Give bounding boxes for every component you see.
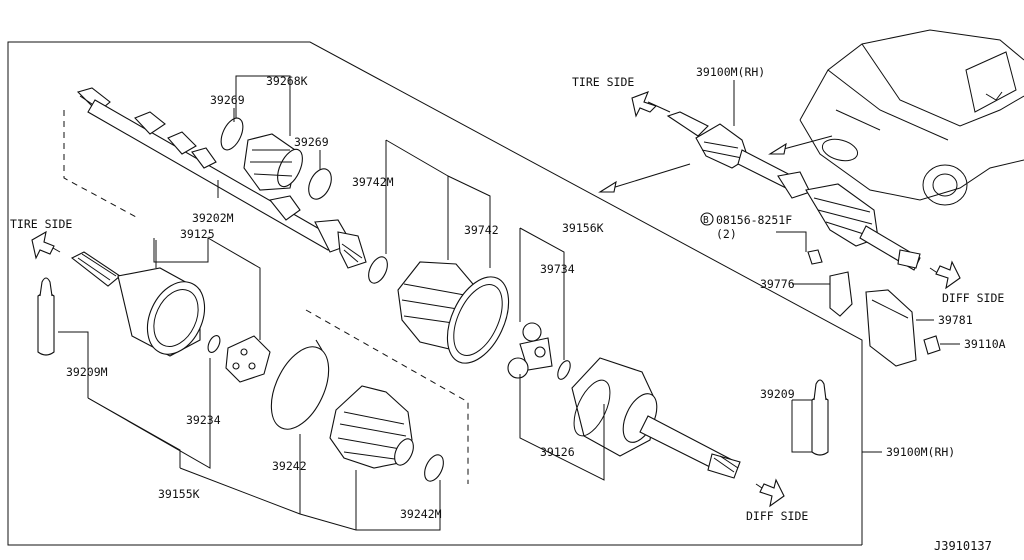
outer-joint — [70, 251, 271, 383]
direction-arrows — [31, 91, 961, 508]
callout-39125: 39125 — [180, 227, 215, 241]
diagram-code: J3910137 — [934, 539, 992, 553]
full-driveshaft — [666, 111, 921, 271]
small-boot-kit — [220, 117, 332, 200]
callout-39781: 39781 — [938, 313, 973, 327]
callout-39742M: 39742M — [352, 175, 394, 189]
dashed-guide-left — [63, 110, 139, 219]
callout-39126: 39126 — [540, 445, 575, 459]
callout-39734: 39734 — [540, 262, 575, 276]
leader-lines — [58, 75, 960, 531]
grease-tubes — [37, 277, 829, 456]
bracket-parts — [807, 249, 941, 367]
diagram-frame — [7, 41, 863, 546]
callout-39242: 39242 — [272, 459, 307, 473]
car-illustration — [799, 29, 1024, 206]
callout-39100M-right: 39100M(RH) — [886, 445, 955, 459]
shaft-assembly — [76, 87, 367, 269]
callout-39202M: 39202M — [192, 211, 234, 225]
callout-39110A: 39110A — [964, 337, 1006, 351]
callout-39242M: 39242M — [400, 507, 442, 521]
bolt-reference: B 08156-8251F (2) — [700, 212, 792, 241]
callout-39268K: 39268K — [266, 74, 308, 88]
callout-39100M-top: 39100M(RH) — [696, 65, 765, 79]
callout-39234: 39234 — [186, 413, 221, 427]
bolt-circle-letter: B — [703, 215, 709, 226]
callout-bolt-part: 08156-8251F — [716, 213, 792, 227]
callout-39156K: 39156K — [562, 221, 604, 235]
callout-39209: 39209 — [760, 387, 795, 401]
diff-side-label-bottom: DIFF SIDE — [746, 509, 808, 523]
callout-39269-b: 39269 — [294, 135, 329, 149]
outer-boot-kit — [270, 339, 444, 482]
inner-boot-kit — [368, 256, 510, 364]
callout-39269-a: 39269 — [210, 93, 245, 107]
callout-39209M: 39209M — [66, 365, 108, 379]
inner-joint — [507, 322, 741, 479]
callout-39776: 39776 — [760, 277, 795, 291]
tire-side-label-left: TIRE SIDE — [10, 217, 72, 231]
tire-side-label-top: TIRE SIDE — [572, 75, 634, 89]
callout-39155K: 39155K — [158, 487, 200, 501]
callout-bolt-qty: (2) — [716, 227, 737, 241]
diff-side-label-right: DIFF SIDE — [942, 291, 1004, 305]
callout-39742: 39742 — [464, 223, 499, 237]
